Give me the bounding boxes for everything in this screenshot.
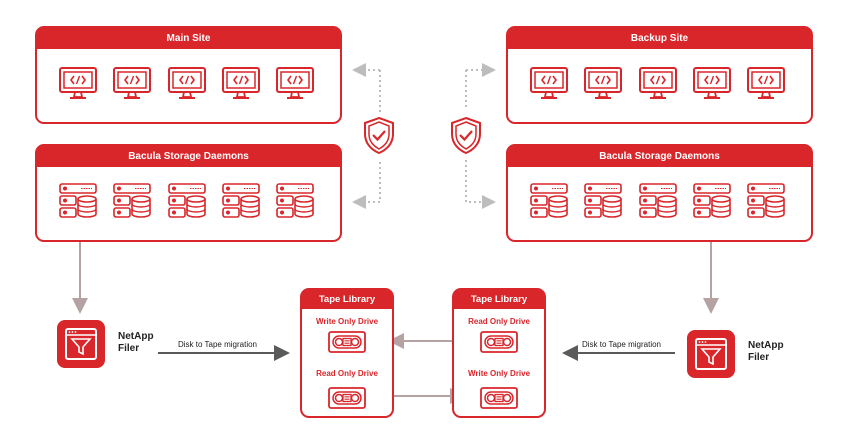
tape-library-left-title: Tape Library [302,290,392,309]
code-monitor-icon [747,67,785,99]
server-database-icon [693,183,731,218]
code-monitor-icon [222,67,260,99]
migration-label-right: Disk to Tape migration [582,340,661,349]
main-storage-title: Bacula Storage Daemons [37,146,340,167]
netapp-label-right: NetApp Filer [748,340,784,363]
code-monitor-icon [113,67,151,99]
code-monitor-icon [584,67,622,99]
drive-label: Write Only Drive [467,369,531,378]
tape-cassette-icon [328,387,366,409]
server-database-icon [59,183,97,218]
code-monitor-icon [276,67,314,99]
netapp-label-left: NetApp Filer [118,331,154,354]
server-database-icon [639,183,677,218]
shield-check-icon [363,116,395,155]
tape-library-right-title: Tape Library [454,290,544,309]
netapp-filer-left [57,320,105,368]
code-monitor-icon [693,67,731,99]
filter-icon [695,338,727,370]
server-database-icon [530,183,568,218]
backup-storage-title: Bacula Storage Daemons [508,146,811,167]
backup-site-title: Backup Site [508,28,811,49]
server-database-icon [584,183,622,218]
backup-site-panel: Backup Site [506,26,813,124]
migration-label-left: Disk to Tape migration [178,340,257,349]
server-database-icon [168,183,206,218]
drive-label: Read Only Drive [468,317,530,326]
code-monitor-icon [639,67,677,99]
server-database-icon [113,183,151,218]
server-database-icon [747,183,785,218]
netapp-filer-right [687,330,735,378]
main-storage-panel: Bacula Storage Daemons [35,144,342,242]
filter-icon [65,328,97,360]
code-monitor-icon [168,67,206,99]
code-monitor-icon [59,67,97,99]
code-monitor-icon [530,67,568,99]
server-database-icon [222,183,260,218]
tape-library-left: Tape Library Write Only Drive Read Only … [300,288,394,418]
server-database-icon [276,183,314,218]
backup-storage-panel: Bacula Storage Daemons [506,144,813,242]
tape-cassette-icon [480,331,518,353]
tape-cassette-icon [480,387,518,409]
drive-label: Read Only Drive [316,369,378,378]
drive-label: Write Only Drive [315,317,379,326]
main-site-title: Main Site [37,28,340,49]
tape-library-right: Tape Library Read Only Drive Write Only … [452,288,546,418]
shield-check-icon [450,116,482,155]
main-site-panel: Main Site [35,26,342,124]
tape-cassette-icon [328,331,366,353]
